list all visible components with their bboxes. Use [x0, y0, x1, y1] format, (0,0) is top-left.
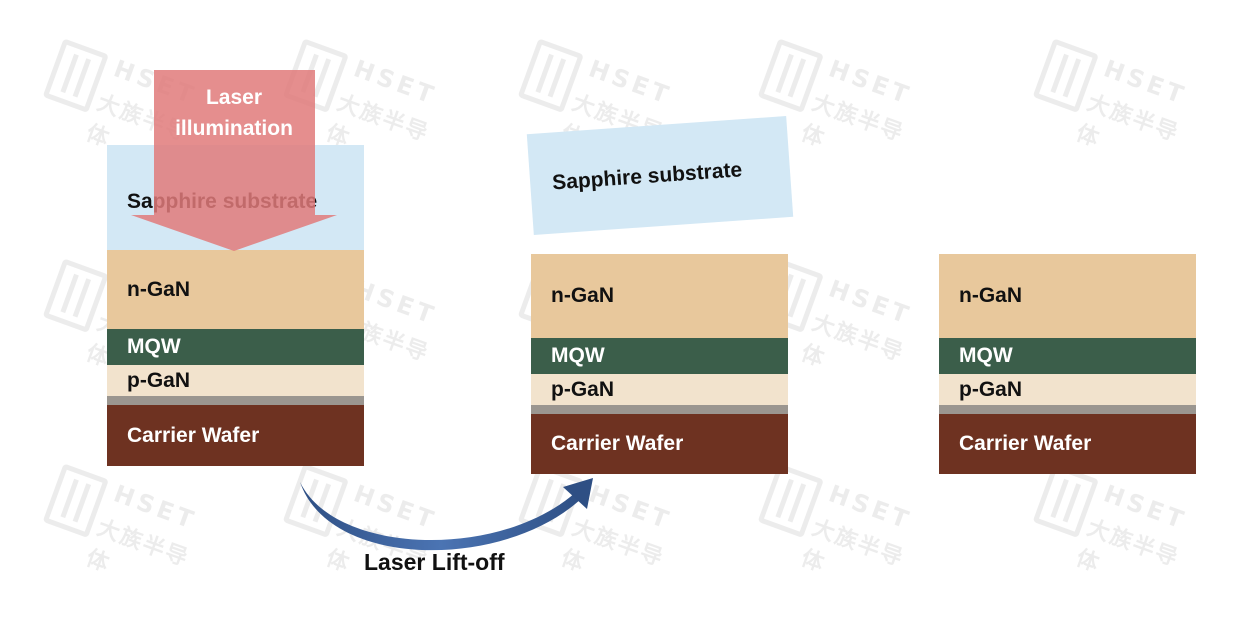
carrier-wafer-layer: Carrier Wafer [531, 414, 788, 474]
p-gan-label: p-GaN [127, 368, 190, 392]
mqw-label: MQW [127, 335, 181, 358]
carrier-wafer-label: Carrier Wafer [959, 432, 1092, 455]
curved-arrow-head-icon [563, 478, 593, 509]
n-gan-layer: n-GaN [939, 254, 1196, 338]
carrier-wafer-label: Carrier Wafer [127, 423, 260, 447]
n-gan-label: n-GaN [551, 284, 614, 307]
n-gan-label: n-GaN [959, 284, 1022, 307]
mqw-layer: MQW [939, 338, 1196, 374]
p-gan-layer: p-GaN [531, 374, 788, 405]
stack-final: n-GaN MQW p-GaN Carrier Wafer [939, 254, 1196, 474]
curved-arrow-body [300, 482, 582, 551]
p-gan-layer: p-GaN [107, 365, 364, 396]
bonding-layer [531, 405, 788, 414]
carrier-wafer-layer: Carrier Wafer [939, 414, 1196, 474]
mqw-label: MQW [551, 344, 605, 367]
bonding-layer [939, 405, 1196, 414]
p-gan-layer: p-GaN [939, 374, 1196, 405]
n-gan-layer: n-GaN [107, 250, 364, 329]
carrier-wafer-layer: Carrier Wafer [107, 405, 364, 466]
laser-illumination-label: Laser illumination [175, 86, 293, 140]
mqw-layer: MQW [107, 329, 364, 365]
stack-after-liftoff: n-GaN MQW p-GaN Carrier Wafer [531, 254, 788, 474]
p-gan-label: p-GaN [551, 377, 614, 401]
laser-liftoff-label: Laser Lift-off [364, 549, 505, 575]
mqw-layer: MQW [531, 338, 788, 374]
carrier-wafer-label: Carrier Wafer [551, 432, 684, 455]
n-gan-layer: n-GaN [531, 254, 788, 338]
p-gan-label: p-GaN [959, 377, 1022, 401]
mqw-label: MQW [959, 344, 1013, 367]
stack-before-liftoff: Sapphire substrate n-GaN MQW p-GaN Carri… [107, 145, 364, 466]
n-gan-label: n-GaN [127, 277, 190, 301]
bonding-layer [107, 396, 364, 405]
laser-arrow-shape [131, 70, 337, 251]
